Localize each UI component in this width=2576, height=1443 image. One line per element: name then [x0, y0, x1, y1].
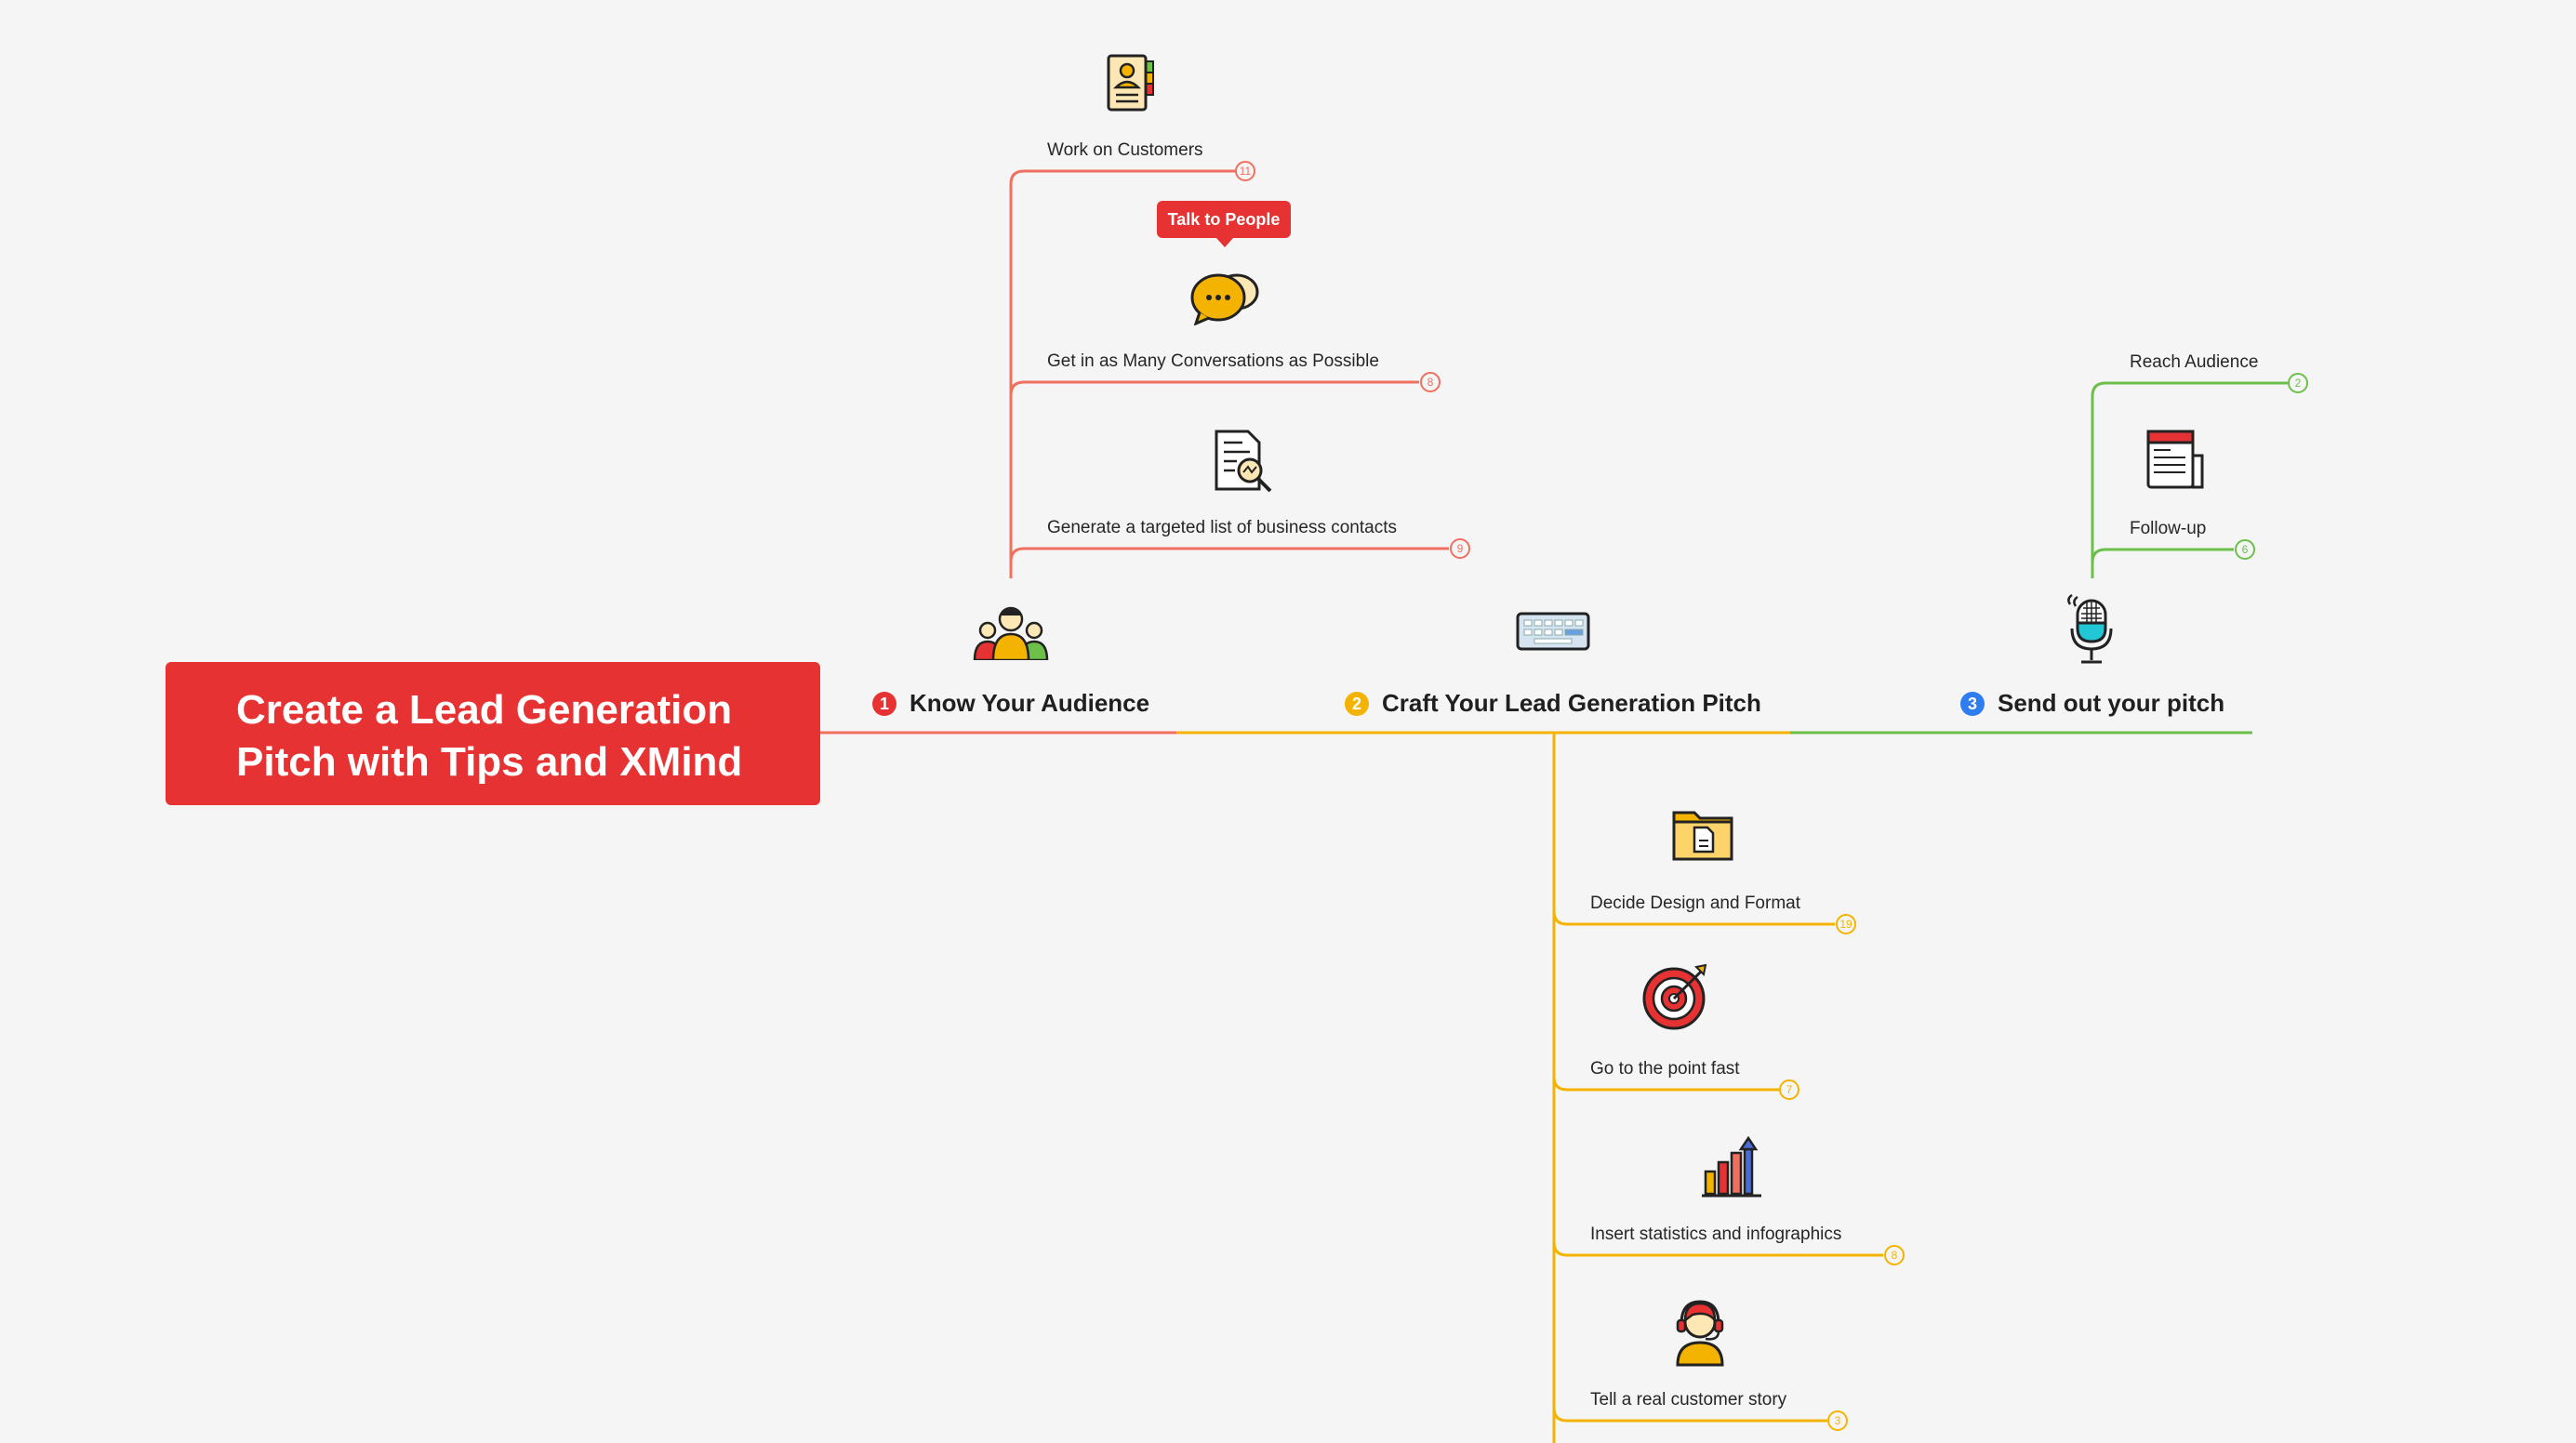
branch-number-badge: 1 [872, 692, 896, 716]
chat-bubbles-icon [1190, 273, 1259, 325]
count-point: 7 [1786, 1083, 1793, 1096]
bar-chart-icon [1702, 1136, 1761, 1198]
topic-follow-up[interactable]: Follow-up [2130, 519, 2207, 538]
count-followup: 6 [2242, 543, 2249, 556]
branch-craft-pitch[interactable]: 2 Craft Your Lead Generation Pitch [1345, 688, 1761, 718]
count-stats: 8 [1892, 1249, 1898, 1262]
topic-reach-audience[interactable]: Reach Audience [2130, 352, 2259, 372]
branch3-connectors [2091, 381, 2288, 578]
target-icon [1642, 963, 1707, 1030]
topic-design-format[interactable]: Decide Design and Format [1590, 894, 1800, 913]
branch-number-badge: 3 [1960, 692, 1985, 716]
central-topic[interactable]: Create a Lead Generation Pitch with Tips… [166, 662, 820, 805]
central-topic-line2: Pitch with Tips and XMind [236, 739, 743, 785]
customer-support-icon [1676, 1300, 1724, 1367]
branch-label: Know Your Audience [910, 689, 1150, 717]
topic-point-fast[interactable]: Go to the point fast [1590, 1059, 1740, 1079]
branch1-connectors [1009, 169, 1449, 578]
newspaper-icon [2146, 430, 2204, 489]
count-design: 19 [1839, 918, 1852, 931]
microphone-icon [2067, 593, 2113, 664]
topic-customer-story[interactable]: Tell a real customer story [1590, 1390, 1787, 1410]
branch2-connectors [1552, 733, 1883, 1443]
branch2-count-circles [1779, 914, 1905, 1431]
count-conversations: 8 [1427, 376, 1434, 389]
label-tag-talk-to-people[interactable]: Talk to People [1157, 201, 1291, 247]
branch-send-pitch[interactable]: 3 Send out your pitch [1960, 688, 2224, 718]
count-story: 3 [1835, 1414, 1841, 1427]
branch-number-badge: 2 [1345, 692, 1369, 716]
branch3-count-circles [2235, 373, 2308, 560]
folder-document-icon [1672, 811, 1733, 861]
count-work-on-customers: 11 [1240, 165, 1252, 178]
branch1-count-circles [1235, 161, 1470, 559]
people-group-icon [973, 606, 1049, 660]
count-reach: 2 [2295, 377, 2302, 390]
count-contacts: 9 [1457, 542, 1464, 555]
topic-statistics[interactable]: Insert statistics and infographics [1590, 1225, 1842, 1244]
topic-conversations[interactable]: Get in as Many Conversations as Possible [1047, 351, 1379, 371]
central-topic-line1: Create a Lead Generation [236, 687, 733, 733]
keyboard-icon [1516, 612, 1590, 651]
branch-label: Send out your pitch [1998, 689, 2225, 717]
topic-business-contacts[interactable]: Generate a targeted list of business con… [1047, 518, 1397, 537]
branch-know-your-audience[interactable]: 1 Know Your Audience [872, 688, 1149, 718]
document-search-icon [1215, 430, 1272, 493]
branch-label: Craft Your Lead Generation Pitch [1382, 689, 1761, 717]
contact-card-icon [1107, 54, 1154, 112]
topic-work-on-customers[interactable]: Work on Customers [1047, 140, 1203, 160]
